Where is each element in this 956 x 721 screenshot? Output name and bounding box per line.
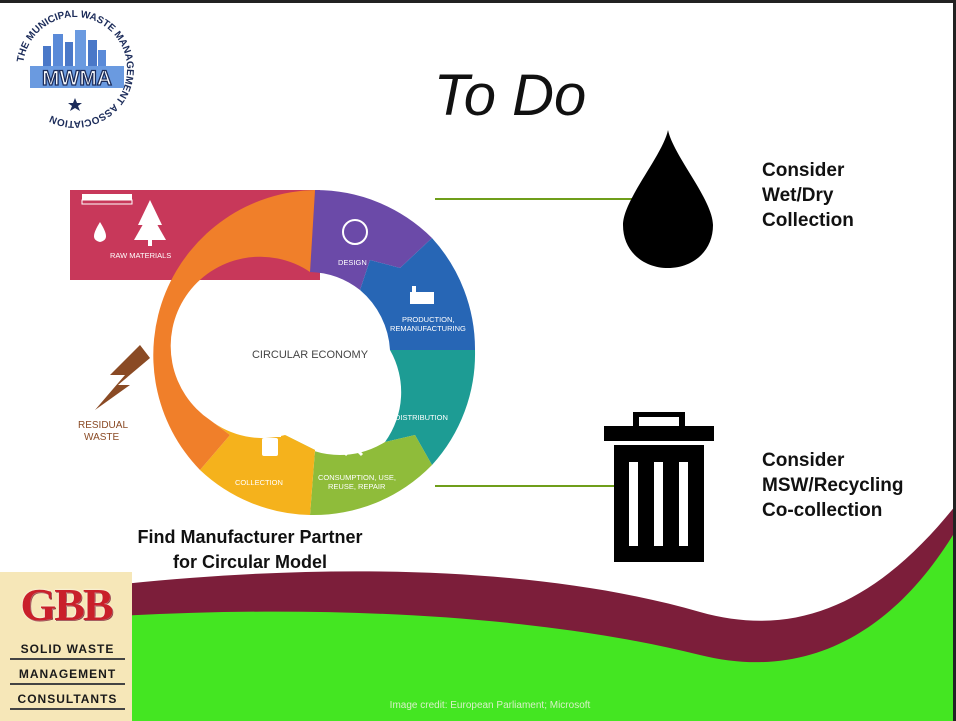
gbb-line-3: CONSULTANTS	[10, 692, 125, 710]
mwma-logo: THE MUNICIPAL WASTE MANAGEMENT ASSOCIATI…	[13, 7, 137, 131]
center-label: CIRCULAR ECONOMY	[252, 349, 369, 361]
trees-icon	[134, 200, 166, 246]
cart-icon	[370, 379, 400, 403]
residual-label-2: WASTE	[84, 432, 120, 443]
right-border	[953, 0, 956, 721]
gbb-logo	[0, 572, 132, 721]
msw-line-1: Consider	[762, 450, 845, 471]
collection-segment	[200, 420, 315, 515]
distribution-label: DISTRIBUTION	[395, 413, 448, 422]
top-border	[0, 0, 956, 3]
residual-arrow-icon	[95, 345, 150, 410]
collection-label: COLLECTION	[235, 478, 283, 487]
gbb-line-2: MANAGEMENT	[10, 667, 125, 685]
tools-icon	[343, 436, 364, 457]
wet-dry-line-1: Consider	[762, 160, 845, 181]
factory-icon	[410, 286, 434, 304]
bin-icon	[259, 434, 281, 456]
consumption-label-1: CONSUMPTION, USE,	[318, 473, 396, 482]
raw-materials-label: RAW MATERIALS	[110, 251, 171, 260]
image-credit: Image credit: European Parliament; Micro…	[389, 700, 591, 711]
msw-label: Consider MSW/Recycling Co-collection	[762, 448, 903, 523]
wet-dry-line-3: Collection	[762, 210, 854, 231]
caption-line-2: for Circular Model	[172, 552, 328, 572]
mwma-abbr: MWMA	[42, 67, 112, 90]
water-icon	[94, 222, 106, 242]
production-label-1: PRODUCTION,	[402, 315, 455, 324]
wet-dry-line-2: Wet/Dry	[762, 185, 834, 206]
consumption-segment	[285, 435, 432, 516]
caption-line-1: Find Manufacturer Partner	[137, 527, 363, 547]
gbb-line-1: SOLID WASTE	[10, 642, 125, 660]
consumption-label-2: REUSE, REPAIR	[328, 482, 386, 491]
production-label-2: REMANUFACTURING	[390, 324, 466, 333]
residual-label-1: RESIDUAL	[78, 420, 128, 431]
recycle-icon	[178, 300, 206, 340]
circular-economy-diagram: RAW MATERIALS CIRCULAR ECONOMY DESIGN PR…	[70, 189, 476, 516]
distribution-segment	[385, 350, 476, 465]
trash-can-icon	[604, 412, 714, 562]
msw-line-3: Co-collection	[762, 500, 883, 521]
design-segment	[310, 189, 432, 290]
wet-dry-label: Consider Wet/Dry Collection	[762, 158, 854, 233]
center-circle	[238, 283, 382, 427]
recycling-label: RECYCLING	[178, 343, 222, 352]
msw-line-2: MSW/Recycling	[762, 475, 904, 496]
design-head-icon	[342, 219, 368, 245]
caption: Find Manufacturer Partner for Circular M…	[100, 525, 400, 575]
water-drop-icon	[623, 130, 713, 268]
slide-title: To Do	[433, 63, 587, 128]
star-icon	[68, 98, 82, 111]
design-label: DESIGN	[338, 258, 367, 267]
recycling-segment	[153, 190, 315, 470]
factory-small-icon	[81, 194, 133, 205]
gbb-word: GBB	[20, 579, 113, 630]
